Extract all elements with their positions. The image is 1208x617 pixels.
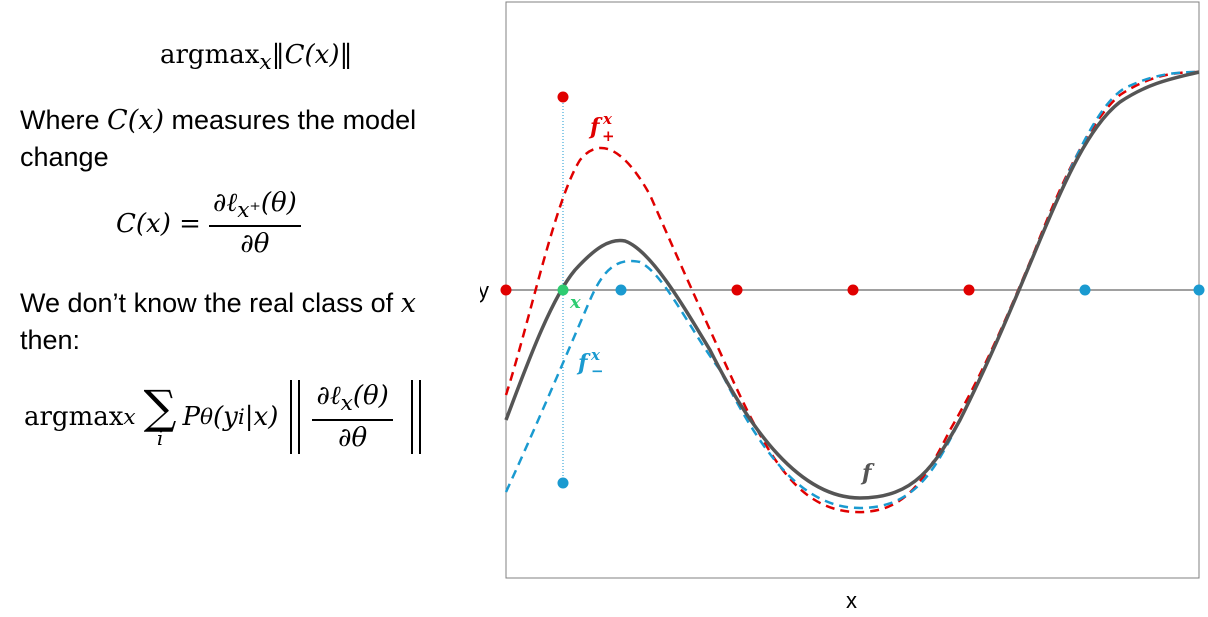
- curve-f: [504, 70, 1200, 500]
- diagram-svg: y x f x + f x − f x: [478, 1, 1205, 613]
- norm-close: ‖: [339, 40, 353, 70]
- objective-equation: argmaxx‖C(x)‖: [160, 40, 352, 75]
- sigma: ∑: [143, 380, 177, 434]
- point-red-label: [557, 91, 569, 103]
- c-arg: (x): [304, 40, 340, 70]
- gradient-norm: ∂ℓx(θ) ∂θ: [286, 380, 424, 454]
- eq2-numerator: ∂ℓx⁺(θ): [208, 188, 301, 228]
- unknown-tail: then:: [20, 325, 81, 355]
- model-change-equation: C(x) = ∂ℓx⁺(θ) ∂θ: [116, 188, 301, 259]
- norm-open: ‖: [271, 40, 285, 70]
- prob-arg: (y: [213, 402, 238, 432]
- prob-arg-end: |x): [244, 402, 279, 432]
- f-minus-main: f: [576, 350, 591, 376]
- point-red: [500, 284, 512, 296]
- f-plus-sub: +: [602, 127, 615, 145]
- sum-symbol: ∑ i: [144, 384, 177, 450]
- f-plus-main: f: [588, 114, 603, 140]
- point-query-x: [557, 284, 569, 296]
- norm-bars-left: [290, 380, 301, 454]
- paragraph-unknown-class: We don’t know the real class of x then:: [20, 285, 470, 358]
- function-diagram: y x f x + f x − f x: [478, 0, 1208, 613]
- point-blue: [1193, 284, 1205, 296]
- paragraph-where: Where C(x) measures the model change: [20, 102, 470, 175]
- curve-f-minus: [504, 70, 1200, 510]
- norm-bars-right: [410, 380, 421, 454]
- eq3-num-sub: x: [340, 391, 353, 417]
- where-text: Where: [20, 105, 108, 135]
- label-x-point: x: [569, 292, 581, 313]
- point-red: [963, 284, 975, 296]
- label-f: f: [860, 460, 875, 486]
- label-f-minus: f x −: [576, 346, 604, 380]
- unknown-text: We don’t know the real class of: [20, 288, 401, 318]
- eq3-denominator: ∂θ: [338, 422, 368, 453]
- f-minus-sub: −: [591, 362, 604, 380]
- eq2-denominator: ∂θ: [240, 229, 270, 260]
- point-blue-label: [557, 477, 569, 489]
- prob-sub: θ: [199, 404, 214, 430]
- eq3-num-arg: (θ): [352, 381, 389, 412]
- x-inline: x: [400, 288, 416, 319]
- eq3-fraction: ∂ℓx(θ) ∂θ: [312, 381, 393, 453]
- point-red: [847, 284, 859, 296]
- eq3-argmax-sub: x: [123, 404, 136, 430]
- eq2-fraction: ∂ℓx⁺(θ) ∂θ: [208, 188, 301, 260]
- argmax-op: argmax: [160, 40, 260, 70]
- x-axis-label: x: [846, 588, 857, 612]
- f-plus-sup: x: [602, 110, 613, 128]
- f-minus-sup: x: [590, 346, 601, 364]
- label-f-plus: f x +: [588, 110, 615, 145]
- point-blue: [615, 284, 627, 296]
- y-axis-label: y: [480, 278, 489, 303]
- prob-symbol: P: [182, 402, 200, 432]
- eq3-numerator: ∂ℓx(θ): [312, 381, 393, 421]
- eq2-num-arg: (θ): [260, 188, 297, 218]
- eq3-argmax: argmax: [24, 402, 124, 432]
- eq2-num: ∂ℓ: [212, 188, 238, 218]
- eq2-lhs: C(x) =: [116, 208, 201, 239]
- point-blue: [1079, 284, 1091, 296]
- eq3-num: ∂ℓ: [316, 381, 341, 412]
- eq2-num-sub: x⁺: [237, 198, 261, 224]
- prob-arg-sub: i: [237, 404, 245, 430]
- cx-inline: C(x): [107, 105, 164, 136]
- c-symbol: C: [284, 40, 305, 70]
- left-panel: argmaxx‖C(x)‖ Where C(x) measures the mo…: [0, 0, 480, 612]
- argmax-sub: x: [259, 50, 272, 76]
- where-rest: measures the model change: [20, 105, 417, 172]
- point-red: [731, 284, 743, 296]
- sigma-sub: i: [156, 426, 164, 450]
